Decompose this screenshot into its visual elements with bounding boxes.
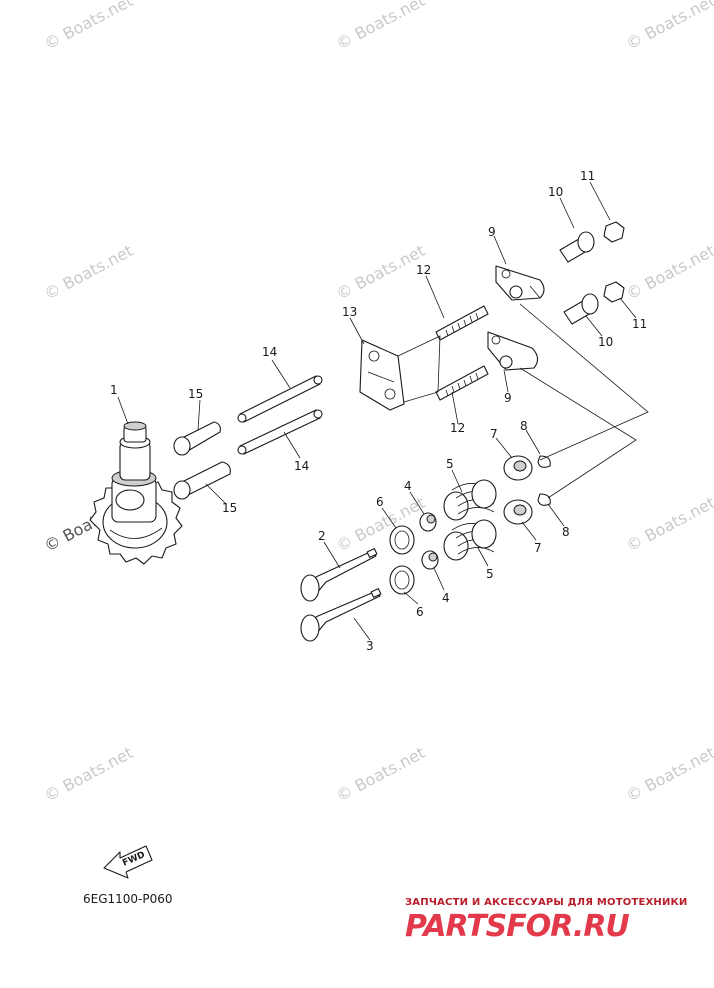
callout-6: 6 [416,605,424,619]
callout-11: 11 [580,169,595,183]
rocker-nut-lower [603,281,625,303]
callout-3: 3 [366,639,374,653]
watermark: © Boats.net [623,241,714,304]
watermark: © Boats.net [623,0,714,54]
callout-8: 8 [520,419,528,433]
callout-5: 5 [446,457,454,471]
callout-14: 14 [262,345,277,359]
watermark: © Boats.net [41,743,136,806]
callout-12: 12 [450,421,465,435]
spring-seat-washer-lower [389,565,415,595]
callout-9: 9 [488,225,496,239]
callout-4: 4 [404,479,412,493]
rocker-arm-upper [495,265,545,301]
spring-retainer-upper [503,455,533,481]
valve-spring-lower [443,519,497,561]
watermark: © Boats.net [333,241,428,304]
callout-1: 1 [110,383,118,397]
callout-9: 9 [504,391,512,405]
callout-11: 11 [632,317,647,331]
valve-stem-seal-upper [419,512,437,532]
pivot-lower [563,293,599,325]
spring-seat-washer-upper [389,525,415,555]
callout-5: 5 [486,567,494,581]
valve-cotter-lower [537,493,551,506]
callout-6: 6 [376,495,384,509]
spring-retainer-lower [503,499,533,525]
watermark: © Boats.net [333,0,428,54]
callout-14: 14 [294,459,309,473]
callout-10: 10 [548,185,563,199]
valve-spring-upper [443,479,497,521]
callout-8: 8 [562,525,570,539]
brand-tagline: ЗАПЧАСТИ И АКСЕССУАРЫ ДЛЯ МОТОТЕХНИКИ [405,897,688,908]
valve-lifter-lower [173,461,231,500]
watermark: © Boats.net [333,743,428,806]
push-rod-lower [237,409,323,455]
callout-15: 15 [222,501,237,515]
exhaust-valve [300,588,382,642]
callout-12: 12 [416,263,431,277]
watermark: © Boats.net [41,241,136,304]
callout-numbers: 1 15 15 14 14 13 12 12 9 9 10 10 11 11 7… [110,169,647,653]
rocker-stud-upper [435,305,489,341]
pivot-upper [559,231,595,263]
callout-15: 15 [188,387,203,401]
watermark: © Boats.net [623,493,714,556]
callout-4: 4 [442,591,450,605]
diagram-code: 6EG1100-P060 [83,892,173,906]
callout-7: 7 [534,541,542,555]
callout-2: 2 [318,529,326,543]
watermark: © Boats.net [41,0,136,54]
callout-7: 7 [490,427,498,441]
valve-stem-seal-lower [421,550,439,570]
push-rod-upper [237,375,323,423]
watermark: © Boats.net [623,743,714,806]
push-rod-guide-plate [359,339,405,411]
camshaft-gear [89,421,183,565]
rocker-arm-lower [487,331,539,371]
callout-13: 13 [342,305,357,319]
valve-lifter-upper [173,421,221,456]
forward-arrow-icon: FWD [103,845,153,879]
intake-valve [300,548,378,602]
valve-cotter-upper [537,455,551,468]
callout-10: 10 [598,335,613,349]
brand-logo: PARTSFOR.RU [405,909,629,944]
rocker-stud-lower [435,365,489,401]
leader-lines [117,181,649,641]
rocker-nut-upper [603,221,625,243]
